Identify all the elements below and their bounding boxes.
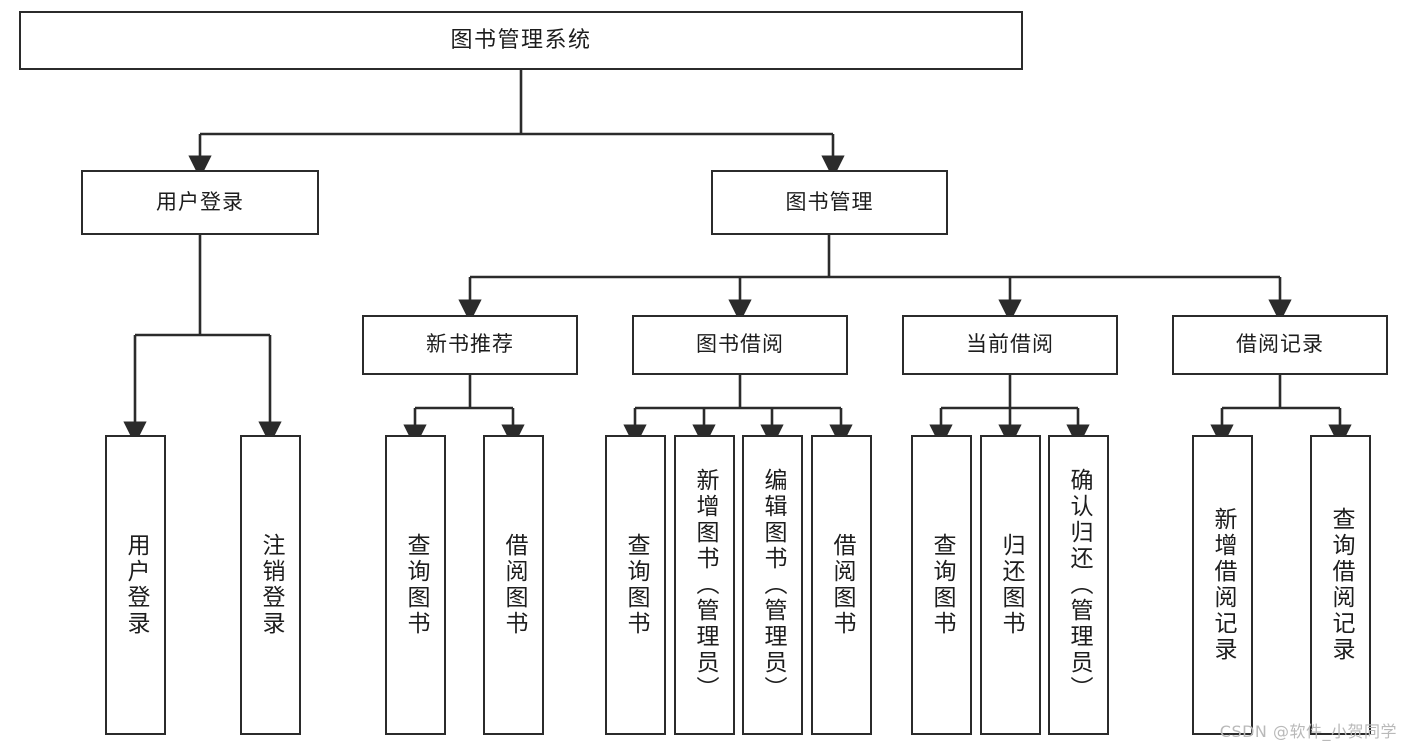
leaf-query-book-3-label: 查询图书 [929, 533, 955, 637]
node-book-borrow[interactable]: 图书借阅 [632, 315, 848, 375]
leaf-query-book-2[interactable]: 查询图书 [605, 435, 666, 735]
node-new-book-recommend-label: 新书推荐 [426, 332, 514, 357]
leaf-query-book-1[interactable]: 查询图书 [385, 435, 446, 735]
node-current-borrow[interactable]: 当前借阅 [902, 315, 1118, 375]
node-new-book-recommend[interactable]: 新书推荐 [362, 315, 578, 375]
node-root[interactable]: 图书管理系统 [19, 11, 1023, 70]
leaf-edit-book-label: 编辑图书（管理员） [760, 468, 786, 702]
leaf-query-book-3[interactable]: 查询图书 [911, 435, 972, 735]
leaf-add-record-label: 新增借阅记录 [1210, 507, 1236, 663]
leaf-edit-book[interactable]: 编辑图书（管理员） [742, 435, 803, 735]
node-borrow-record[interactable]: 借阅记录 [1172, 315, 1388, 375]
leaf-query-record[interactable]: 查询借阅记录 [1310, 435, 1371, 735]
leaf-user-login-label: 用户登录 [123, 533, 149, 637]
node-user-login-label: 用户登录 [156, 189, 244, 214]
leaf-borrow-book-2-label: 借阅图书 [829, 533, 855, 637]
leaf-query-record-label: 查询借阅记录 [1328, 507, 1354, 663]
leaf-return-book[interactable]: 归还图书 [980, 435, 1041, 735]
leaf-borrow-book-1[interactable]: 借阅图书 [483, 435, 544, 735]
node-root-label: 图书管理系统 [450, 27, 592, 53]
node-book-borrow-label: 图书借阅 [696, 332, 784, 357]
node-book-management[interactable]: 图书管理 [711, 170, 948, 235]
leaf-query-book-2-label: 查询图书 [623, 533, 649, 637]
leaf-add-book[interactable]: 新增图书（管理员） [674, 435, 735, 735]
leaf-add-book-label: 新增图书（管理员） [692, 468, 718, 702]
node-current-borrow-label: 当前借阅 [966, 332, 1054, 357]
leaf-borrow-book-2[interactable]: 借阅图书 [811, 435, 872, 735]
leaf-confirm-return-label: 确认归还（管理员） [1066, 468, 1092, 702]
leaf-confirm-return[interactable]: 确认归还（管理员） [1048, 435, 1109, 735]
node-book-management-label: 图书管理 [785, 189, 874, 214]
leaf-logout[interactable]: 注销登录 [240, 435, 301, 735]
leaf-return-book-label: 归还图书 [998, 533, 1024, 637]
leaf-query-book-1-label: 查询图书 [403, 533, 429, 637]
node-borrow-record-label: 借阅记录 [1236, 332, 1324, 357]
node-user-login[interactable]: 用户登录 [81, 170, 319, 235]
watermark: CSDN @软件_小贺同学 [1219, 722, 1397, 741]
leaf-user-login[interactable]: 用户登录 [105, 435, 166, 735]
leaf-logout-label: 注销登录 [258, 533, 284, 637]
leaf-add-record[interactable]: 新增借阅记录 [1192, 435, 1253, 735]
leaf-borrow-book-1-label: 借阅图书 [501, 533, 527, 637]
